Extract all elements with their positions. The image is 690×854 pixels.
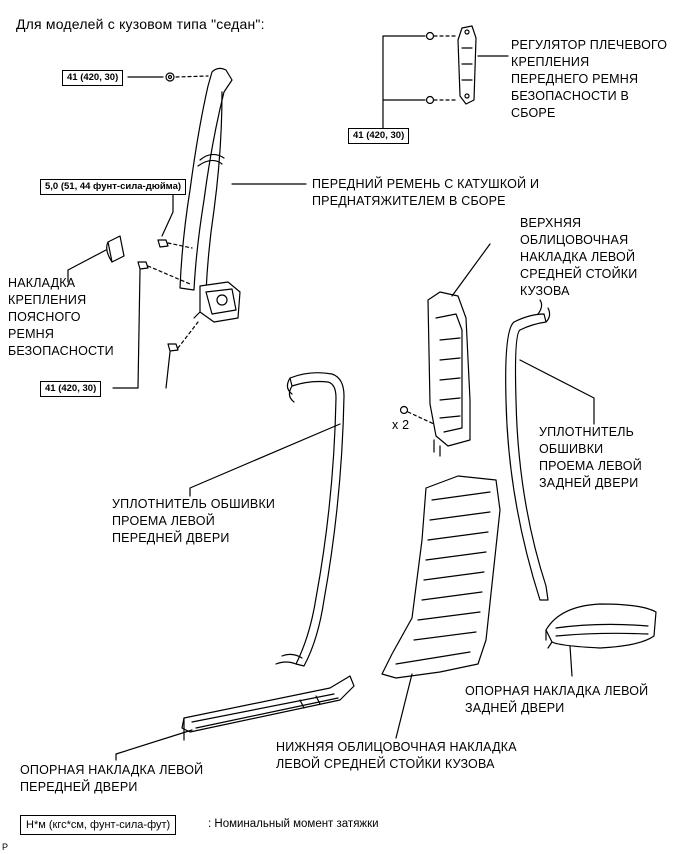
rear-scuff-plate-drawing (545, 603, 657, 677)
label-front-door-weatherstrip: УПЛОТНИТЕЛЬ ОБШИВКИ ПРОЕМА ЛЕВОЙ ПЕРЕДНЕ… (112, 497, 276, 545)
front-scuff-plate-drawing (115, 675, 355, 761)
shoulder-adjuster-drawing (382, 25, 509, 129)
upper-pillar-garnish-drawing (399, 243, 491, 457)
quantity-mark: x 2 (392, 418, 410, 432)
label-shoulder-adjuster: РЕГУЛЯТОР ПЛЕЧЕВОГО КРЕПЛЕНИЯ ПЕРЕДНЕГО … (511, 38, 668, 120)
label-lower-pillar-garnish: НИЖНЯЯ ОБЛИЦОВОЧНАЯ НАКЛАДКА ЛЕВОЙ СРЕДН… (276, 740, 517, 771)
torque-spec-guide-bolt: 5,0 (51, 44 фунт-сила-дюйма) (40, 179, 187, 195)
label-upper-pillar-garnish: ВЕРХНЯЯ ОБЛИЦОВОЧНАЯ НАКЛАДКА ЛЕВОЙ СРЕД… (520, 216, 638, 298)
label-front-seat-belt: ПЕРЕДНИЙ РЕМЕНЬ С КАТУШКОЙ И ПРЕДНАТЯЖИТ… (312, 177, 540, 208)
legend-description: : Номинальный момент затяжки (208, 818, 379, 830)
page-title: Для моделей с кузовом типа "седан": (16, 16, 265, 32)
rear-door-weatherstrip-drawing (505, 299, 595, 601)
label-front-scuff-plate: ОПОРНАЯ НАКЛАДКА ЛЕВОЙ ПЕРЕДНЕЙ ДВЕРИ (20, 763, 204, 794)
front-door-weatherstrip-drawing (189, 372, 345, 667)
label-rear-door-weatherstrip: УПЛОТНИТЕЛЬ ОБШИВКИ ПРОЕМА ЛЕВОЙ ЗАДНЕЙ … (539, 425, 642, 490)
front-seat-belt-drawing (67, 67, 307, 389)
torque-spec-upper-anchor: 41 (420, 30) (62, 70, 124, 86)
torque-spec-lower-anchor: 41 (420, 30) (40, 381, 102, 397)
corner-code: P (2, 842, 9, 852)
torque-spec-shoulder-adjuster: 41 (420, 30) (348, 128, 410, 144)
legend-unit-box: Н*м (кгс*см, фунт-сила-фут) (20, 815, 177, 835)
label-rear-scuff-plate: ОПОРНАЯ НАКЛАДКА ЛЕВОЙ ЗАДНЕЙ ДВЕРИ (465, 684, 649, 715)
label-lap-belt-cover: НАКЛАДКА КРЕПЛЕНИЯ ПОЯСНОГО РЕМНЯ БЕЗОПА… (8, 276, 114, 358)
lower-pillar-garnish-drawing (381, 475, 501, 739)
